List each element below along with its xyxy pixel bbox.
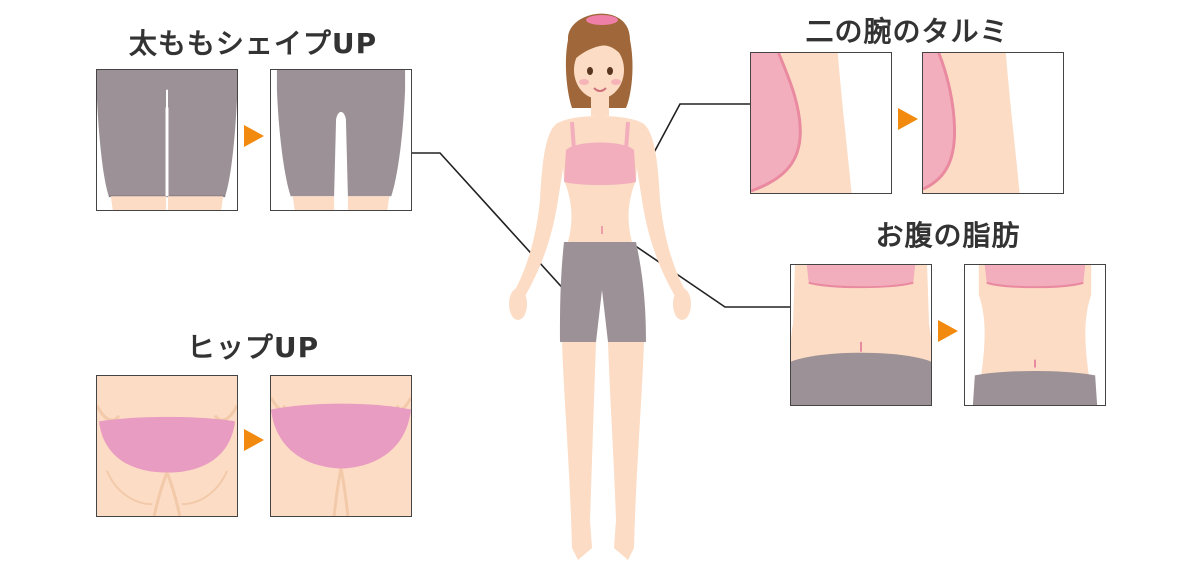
- arm-before-image: [751, 53, 891, 193]
- hip-after-image: [271, 376, 411, 516]
- belly-title: お腹の脂肪: [875, 219, 1021, 252]
- belly-after-image: [965, 265, 1105, 405]
- hip-after-panel: [270, 375, 412, 517]
- arm-before-panel: [750, 52, 892, 194]
- thigh-after-panel: [270, 69, 412, 211]
- arm-after-panel: [922, 52, 1064, 194]
- woman-figure-illustration: [509, 13, 691, 560]
- hip-arrow-icon: [244, 429, 264, 451]
- arm-arrow-icon: [898, 108, 918, 130]
- belly-arrow-icon: [938, 320, 958, 342]
- hip-before-image: [97, 376, 237, 516]
- hip-title: ヒップUP: [186, 331, 320, 364]
- arm-after-image: [923, 53, 1063, 193]
- belly-before-image: [791, 265, 931, 405]
- thigh-arrow-icon: [244, 125, 264, 147]
- thigh-before-image: [97, 70, 237, 210]
- hip-before-panel: [96, 375, 238, 517]
- thigh-before-panel: [96, 69, 238, 211]
- belly-after-panel: [964, 264, 1106, 406]
- thigh-title: 太ももシェイプUP: [128, 27, 378, 60]
- arm-title: 二の腕のタルミ: [805, 15, 1009, 48]
- belly-before-panel: [790, 264, 932, 406]
- thigh-after-image: [271, 70, 411, 210]
